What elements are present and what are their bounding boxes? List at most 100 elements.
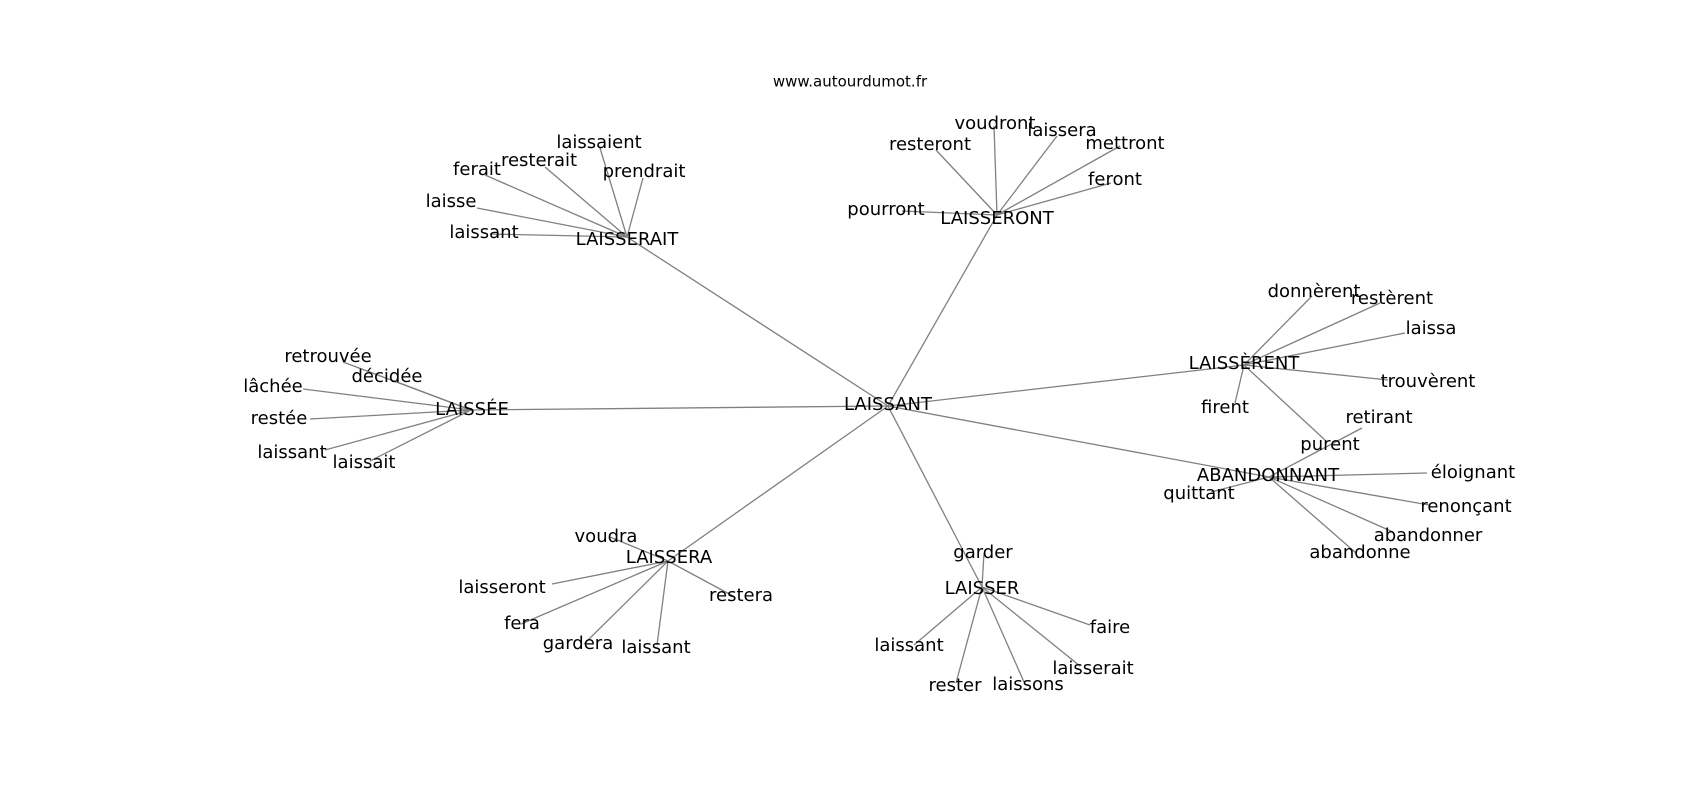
word-node-label: purent [1300, 434, 1359, 455]
edge-hub-to-word [981, 586, 1081, 667]
word-node-label: ferait [453, 159, 501, 180]
word-node-label: laissant [257, 442, 326, 463]
edge-hub-to-word [955, 586, 983, 684]
word-node-label: restera [709, 585, 773, 606]
root-node-label: LAISSANT [844, 394, 933, 415]
word-node-label: trouvèrent [1381, 371, 1476, 392]
edge-hub-to-word [551, 560, 669, 585]
hub-node-label: LAISSERONT [940, 208, 1054, 229]
edge-hub-to-word [981, 586, 1091, 626]
edge-hub-to-word [396, 381, 472, 411]
edge-root-to-hub [887, 405, 983, 588]
word-node-label: laissant [621, 637, 690, 658]
hub-node-label: LAISSÉE [435, 398, 509, 420]
site-url: www.autourdumot.fr [773, 73, 928, 91]
hub-node-label: LAISSERAIT [576, 229, 680, 250]
word-node-label: voudra [575, 526, 638, 547]
edge-root-to-hub [667, 405, 889, 562]
word-node-label: faire [1090, 617, 1130, 638]
word-node-label: restèrent [1351, 288, 1433, 309]
edge-hub-to-word [901, 210, 998, 216]
word-node-label: lâchée [243, 376, 302, 397]
edge-hub-to-word [476, 207, 628, 238]
edge-root-to-hub [887, 405, 1270, 478]
word-node-label: laissant [874, 635, 943, 656]
edge-hub-to-word [667, 560, 734, 597]
hub-node-label: LAISSÈRENT [1189, 352, 1301, 374]
word-node-label: laissant [449, 222, 518, 243]
edge-hub-to-word [1268, 476, 1430, 506]
edge-hub-to-word [309, 409, 472, 420]
word-node-label: décidée [352, 366, 423, 387]
edge-hub-to-word [489, 233, 628, 238]
word-node-label: laissons [992, 674, 1064, 695]
edge-root-to-hub [470, 405, 889, 411]
edge-hub-to-word [626, 177, 644, 238]
hub-node-label: LAISSER [945, 578, 1020, 599]
edge-hub-to-word [1210, 476, 1270, 493]
word-node-label: quittant [1163, 483, 1234, 504]
word-node-label: firent [1201, 397, 1249, 418]
hub-node-label: ABANDONNANT [1197, 465, 1340, 486]
edge-hub-to-word [324, 409, 472, 451]
edge-hub-to-word [1243, 332, 1406, 366]
edge-hub-to-word [609, 536, 669, 562]
word-node-label: retirant [1345, 407, 1412, 428]
word-node-label: rester [929, 675, 983, 696]
edge-root-to-hub [887, 364, 1245, 407]
edge-hub-to-word [935, 149, 998, 216]
word-node-label: laissaient [556, 132, 641, 153]
edge-hub-to-word [996, 145, 1121, 216]
word-node-label: fera [504, 613, 540, 634]
word-node-label: éloignant [1431, 462, 1515, 483]
word-node-label: restée [251, 408, 308, 429]
edge-hub-to-word [369, 409, 472, 462]
word-node-label: donnèrent [1268, 281, 1361, 302]
edge-hub-to-word [583, 560, 669, 645]
word-node-label: feront [1088, 169, 1142, 190]
edge-hub-to-word [520, 560, 669, 625]
edge-hub-to-word [656, 560, 669, 646]
edge-hub-to-word [996, 182, 1112, 216]
edge-hub-to-word [981, 586, 1025, 683]
edge-root-to-hub [887, 214, 998, 407]
word-node-label: mettront [1085, 133, 1164, 154]
word-node-label: laissait [333, 452, 396, 473]
hub-node-label: LAISSERA [626, 547, 713, 568]
word-node-label: laissera [1027, 120, 1096, 141]
edge-hub-to-word [1268, 427, 1363, 478]
edge-hub-to-word [993, 125, 998, 216]
word-node-label: voudront [955, 113, 1036, 134]
word-node-label: garder [953, 542, 1013, 563]
edge-hub-to-word [1268, 476, 1394, 533]
word-node-label: retrouvée [284, 346, 371, 367]
word-node-label: abandonne [1309, 542, 1410, 563]
word-node-label: resteront [889, 134, 971, 155]
edge-hub-to-word [302, 388, 472, 411]
edge-hub-to-word [1243, 302, 1381, 366]
word-node-label: laisseront [458, 577, 545, 598]
word-node-label: renonçant [1420, 496, 1511, 517]
word-node-label: laisserait [1052, 658, 1133, 679]
edge-hub-to-word [1268, 472, 1428, 478]
edge-hub-to-word [981, 552, 985, 588]
graph-edges [302, 125, 1430, 684]
word-node-label: laisse [426, 191, 477, 212]
edge-hub-to-word [544, 166, 628, 238]
edge-hub-to-word [1243, 364, 1326, 441]
edge-hub-to-word [1234, 364, 1245, 404]
edge-hub-to-word [996, 135, 1058, 216]
word-node-label: abandonner [1374, 525, 1483, 546]
edge-hub-to-word [484, 174, 628, 238]
edge-hub-to-word [1268, 476, 1357, 554]
word-node-label: pourront [847, 199, 924, 220]
edge-root-to-hub [626, 236, 889, 407]
word-node-label: laissa [1406, 318, 1457, 339]
word-node-label: gardera [543, 633, 613, 654]
edge-hub-to-word [1243, 295, 1313, 366]
word-node-label: prendrait [603, 161, 686, 182]
edge-hub-to-word [599, 147, 628, 238]
word-node-label: resterait [501, 150, 577, 171]
